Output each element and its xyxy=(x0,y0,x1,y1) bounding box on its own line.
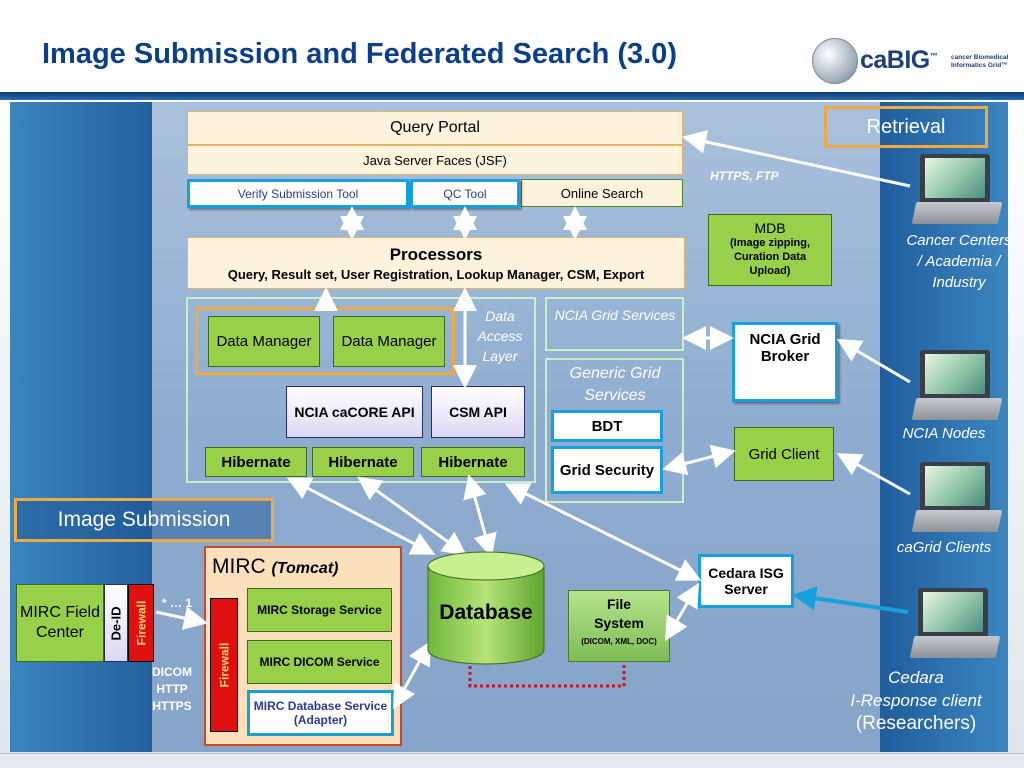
file-system-box: File System (DICOM, XML, DOC) xyxy=(568,590,670,662)
csm-api: CSM API xyxy=(431,386,525,438)
arrow-field-mirc xyxy=(155,606,208,630)
logo-subtitle: cancer Biomedical Informatics Grid™ xyxy=(951,54,1009,69)
ncia-grid-services-label: NCIA Grid Services xyxy=(554,307,676,323)
laptop-icon xyxy=(911,462,1003,536)
arrow-cancer-portal xyxy=(682,130,911,188)
processors-detail: Query, Result set, User Registration, Lo… xyxy=(227,267,645,282)
mirc-title: MIRC (Tomcat) xyxy=(212,555,338,579)
file-system-title: File System xyxy=(594,596,644,631)
cedara-isg-server: Cedara ISG Server xyxy=(698,554,794,608)
cedara-client-label: Cedara I-Response client (Researchers) xyxy=(826,666,1006,735)
data-manager-1: Data Manager xyxy=(208,316,320,367)
generic-grid-services-label: Generic Grid Services xyxy=(569,365,661,404)
header-divider xyxy=(0,92,1024,100)
ncia-nodes-label: NCIA Nodes xyxy=(902,425,986,442)
de-id-box: De-ID xyxy=(104,584,128,662)
database-cylinder xyxy=(427,551,545,665)
jsf-layer: Java Server Faces (JSF) xyxy=(187,145,683,175)
mirc-dicom-service: MIRC DICOM Service xyxy=(247,640,392,684)
mirc-tomcat: (Tomcat) xyxy=(271,560,339,577)
mdb-box: MDB (Image zipping, Curation Data Upload… xyxy=(708,214,832,286)
mirc-name: MIRC xyxy=(212,555,266,578)
database-label: Database xyxy=(439,601,533,624)
page-title: Image Submission and Federated Search (3… xyxy=(42,38,677,70)
cedara-line2: I-Response client xyxy=(850,691,982,710)
bottom-bar xyxy=(0,753,1024,768)
online-search: Online Search xyxy=(521,179,683,207)
cedara-line3: (Researchers) xyxy=(855,713,977,734)
cancer-centers-label: Cancer Centers / Academia / Industry xyxy=(906,232,1012,291)
data-manager-2: Data Manager xyxy=(333,316,445,367)
arrow-mircdb-db xyxy=(393,640,431,710)
cagrid-clients-label: caGrid Clients xyxy=(896,539,992,556)
laptop-icon xyxy=(911,154,1003,228)
mirc-database-service: MIRC Database Service (Adapter) xyxy=(247,690,394,736)
firewall-outer: Firewall xyxy=(128,584,154,662)
cedara-line1: Cedara xyxy=(888,668,944,687)
cabig-logo: caBIG™ xyxy=(860,46,938,75)
globe-icon xyxy=(812,38,858,84)
arrow-cagrid-client xyxy=(836,453,911,496)
firewall-inner: Firewall xyxy=(210,598,238,732)
verify-submission-tool: Verify Submission Tool xyxy=(187,179,409,208)
laptop-icon xyxy=(911,350,1003,424)
mirc-field-center: MIRC Field Center xyxy=(16,584,104,662)
arrow-hib2-db xyxy=(357,476,467,556)
hibernate-3: Hibernate xyxy=(421,447,525,477)
ncia-grid-broker: NCIA Grid Broker xyxy=(732,322,838,402)
logo-text: caBIG xyxy=(860,46,930,74)
ncia-grid-services-frame xyxy=(545,297,684,351)
arrow-grid-client-security xyxy=(662,444,736,476)
dotted-db-fs-link xyxy=(468,660,626,688)
retrieval-label: Retrieval xyxy=(824,106,988,148)
data-access-layer-label: Data Access Layer xyxy=(477,308,523,364)
protocols-label: DICOM HTTP HTTPS xyxy=(152,665,192,713)
hibernate-1: Hibernate xyxy=(205,447,307,477)
laptop-icon xyxy=(909,588,1001,662)
bdt-box: BDT xyxy=(551,410,663,442)
arrow-cedara-client-isg xyxy=(792,586,909,614)
arrow-hib1-db xyxy=(286,477,436,555)
arrow-dal-cedara xyxy=(504,483,702,581)
image-submission-label: Image Submission xyxy=(14,498,274,542)
query-portal: Query Portal xyxy=(187,111,683,145)
processors-title: Processors xyxy=(389,245,483,264)
arrow-cedara-fs xyxy=(664,582,700,642)
mdb-title: MDB xyxy=(754,220,786,236)
mirc-storage-service: MIRC Storage Service xyxy=(247,588,392,632)
mdb-detail: (Image zipping, Curation Data Upload) xyxy=(729,237,811,277)
https-ftp-label: HTTPS, FTP xyxy=(710,169,779,183)
file-system-detail: (DICOM, XML, DOC) xyxy=(581,637,657,646)
cacore-api: NCIA caCORE API xyxy=(286,386,423,438)
processors-box: Processors Query, Result set, User Regis… xyxy=(187,237,685,289)
logo-tm: ™ xyxy=(929,51,938,61)
arrow-hib3-db xyxy=(463,474,497,558)
arrow-nodes-broker xyxy=(836,338,911,384)
